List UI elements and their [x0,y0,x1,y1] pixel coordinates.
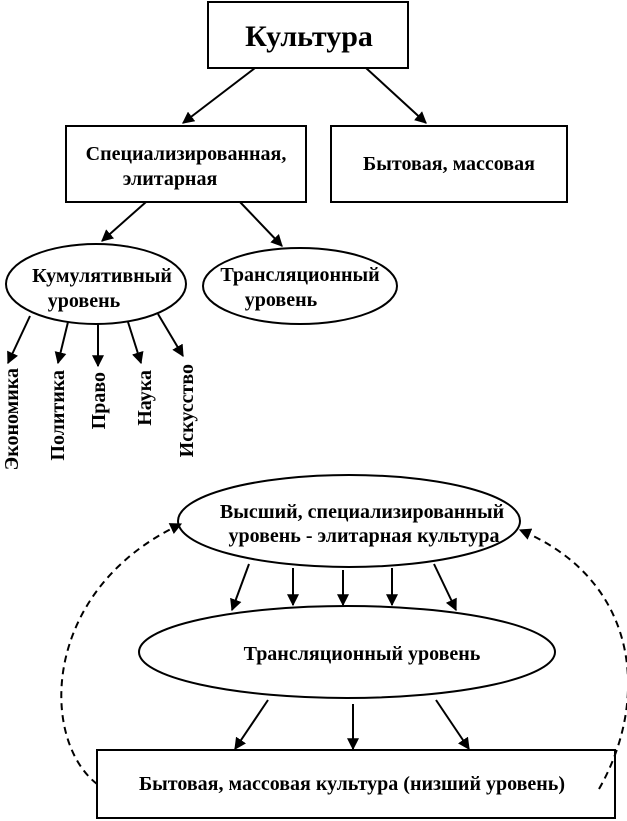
elite-to-translational-arrow-1 [230,563,250,612]
cumulative-label-line1: Кумулятивный [32,265,172,287]
elite-to-translational-arrow-5 [433,563,457,612]
elite-label-line1: Высший, специализированный [220,501,504,523]
mass-label: Бытовая, массовая [363,153,535,175]
sphere-arts: Искусство [176,364,198,457]
mass-box [330,125,568,203]
cumulative-to-politics-arrow [54,321,69,365]
elite-ellipse [177,474,521,568]
translational-ellipse [202,247,398,325]
specialized-to-translational-arrow [239,201,283,247]
specialized-label-line1: Специализированная, [86,143,287,165]
translational-label-line1: Трансляционный [220,264,379,286]
specialized-label-line2: элитарная [123,168,218,190]
translational-to-mass-arrow-3 [435,699,470,750]
root-to-specialized-arrow [182,67,256,124]
sphere-law: Право [88,372,110,429]
mass-to-elite-feedback-right [518,528,627,790]
sphere-economics: Экономика [1,368,23,470]
cumulative-to-economics-arrow [7,315,31,365]
translational-bottom-ellipse [138,605,556,699]
mass-to-elite-feedback-left [60,523,183,785]
sphere-science: Наука [134,370,156,426]
cumulative-to-science-arrow [127,321,144,365]
root-label: Культура [245,20,373,53]
root-box [207,1,409,69]
cumulative-ellipse [5,243,187,325]
mass-bottom-label: Бытовая, массовая культура (низший урове… [139,773,565,795]
cumulative-label-line2: уровень [48,290,121,312]
elite-label-line2: уровень - элитарная культура [228,525,499,547]
translational-to-mass-arrow-1 [234,699,269,750]
translational-bottom-label: Трансляционный уровень [244,643,481,665]
root-to-mass-arrow [365,67,427,124]
sphere-politics: Политика [47,370,69,461]
specialized-to-cumulative-arrow [101,201,147,242]
cumulative-to-arts-arrow [157,313,184,358]
specialized-box [65,125,307,203]
translational-label-line2: уровень [245,289,318,311]
